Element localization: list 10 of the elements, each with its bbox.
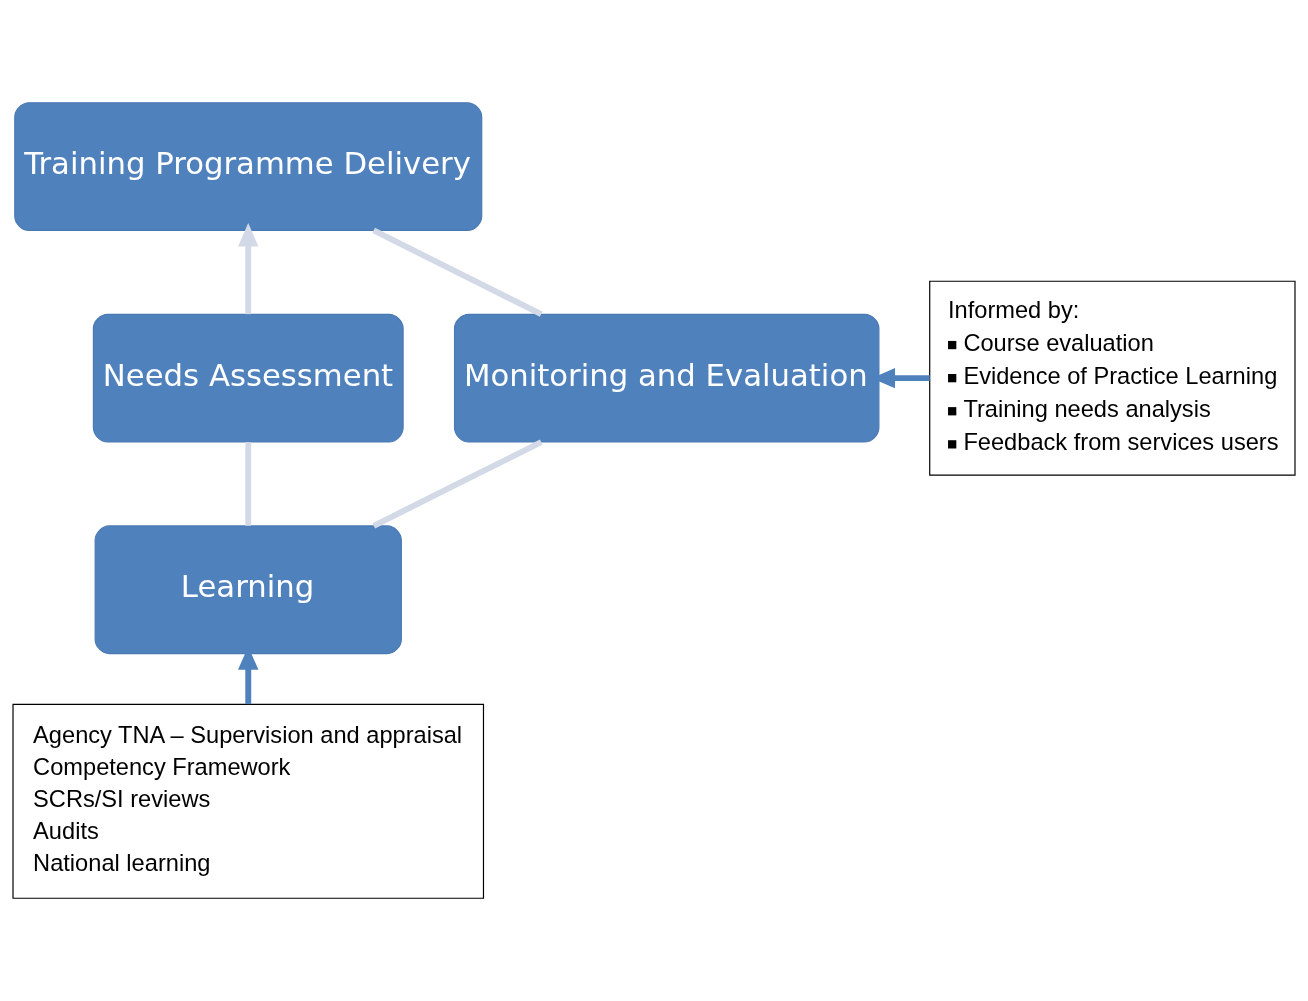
connector [372,227,543,317]
node-box: Monitoring and Evaluation [453,313,880,443]
node-box: Learning [94,525,402,655]
arrow [238,223,259,315]
node-box: Training Programme Delivery [14,102,483,231]
node-box: Informed by: Course evaluation Evidence of Practice Learning Training needs analysis Feedback from services users [929,280,1296,476]
connector [372,439,543,529]
node-box: Needs Assessment [92,313,404,443]
connector [245,442,252,526]
node-box: Agency TNA – Supervision and appraisal Competency Framework SCRs/SI reviews Audits National learning [12,703,485,899]
